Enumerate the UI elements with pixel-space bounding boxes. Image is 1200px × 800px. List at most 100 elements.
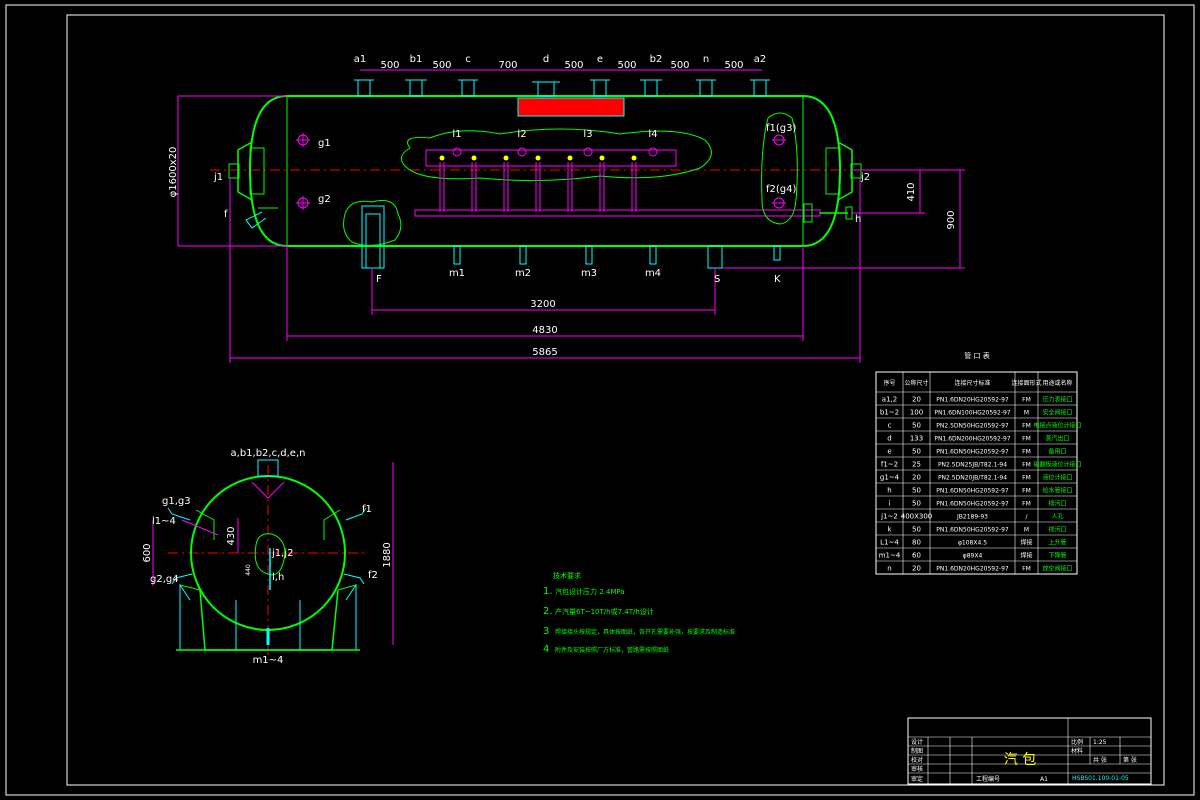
f2-nozzle bbox=[772, 197, 786, 209]
note-num: 3 bbox=[543, 626, 549, 637]
table-cell: PN1.6DN50HG20592-97 bbox=[936, 449, 1009, 456]
table-cell: 20 bbox=[912, 474, 921, 482]
table-cell: j1~2 bbox=[880, 513, 898, 521]
support-label-right: S bbox=[714, 274, 720, 285]
table-cell: FM bbox=[1022, 501, 1031, 508]
side-j12-label: j1,j2 bbox=[271, 548, 293, 559]
table-cell: 20 bbox=[912, 565, 921, 573]
table-cell: h bbox=[887, 487, 891, 495]
table-cell: c bbox=[888, 422, 892, 430]
side-view: a,b1,b2,c,d,e,n g1,g3 l1~4 g2,g4 f1 f2 j… bbox=[142, 448, 394, 666]
dim-410: 410 bbox=[906, 182, 917, 201]
table-cell: M bbox=[1024, 410, 1029, 417]
table-cell: FM bbox=[1022, 488, 1031, 495]
outer-frame bbox=[5, 4, 1195, 796]
top-nozzle-label: a2 bbox=[754, 54, 767, 65]
spacing-label: 500 bbox=[670, 60, 689, 71]
riser-label: l2 bbox=[517, 129, 526, 140]
g1-nozzle bbox=[296, 133, 310, 147]
table-cell: 100 bbox=[910, 409, 923, 417]
note-num: 2. bbox=[543, 606, 553, 617]
table-cell: 压力表接口 bbox=[1042, 396, 1072, 404]
f-nozzle bbox=[245, 207, 278, 229]
f-label: f bbox=[224, 209, 228, 220]
downcomer-cloud-outline bbox=[343, 200, 402, 246]
inner-frame bbox=[66, 14, 1165, 786]
table-cell: 液位计接口 bbox=[1042, 474, 1072, 482]
notes-heading: 技术要求 bbox=[553, 571, 581, 580]
k-label: K bbox=[774, 274, 781, 285]
table-cell: n bbox=[887, 565, 891, 573]
side-dim-440: 440 bbox=[245, 564, 252, 576]
table-cell: 排污口 bbox=[1048, 500, 1066, 508]
table-cell: 焊接 bbox=[1020, 552, 1032, 560]
j1-label: j1 bbox=[213, 172, 223, 183]
downcomer-label: m1 bbox=[449, 268, 465, 279]
top-nozzles bbox=[354, 79, 770, 97]
table-cell: 上升管 bbox=[1048, 539, 1066, 547]
table-cell: 焊接 bbox=[1020, 539, 1032, 547]
table-cell: FM bbox=[1022, 423, 1031, 430]
dim-900: 900 bbox=[946, 210, 957, 229]
table-cell: a1,2 bbox=[882, 396, 897, 404]
table-cell: FM bbox=[1022, 397, 1031, 404]
downcomer-label: m4 bbox=[645, 268, 661, 279]
spacing-label: 700 bbox=[498, 60, 517, 71]
table-cell: 50 bbox=[912, 526, 921, 534]
table-cell: 蒸汽出口 bbox=[1045, 435, 1069, 443]
role-label: 审定 bbox=[911, 775, 923, 783]
level-gauge-cloud bbox=[761, 112, 798, 225]
sheet-value: 第 张 bbox=[1123, 756, 1137, 764]
table-cell: 133 bbox=[910, 435, 923, 443]
role-label: 制图 bbox=[911, 747, 923, 755]
table-cell: g1~4 bbox=[880, 474, 900, 482]
side-dimension-lines bbox=[152, 462, 394, 645]
table-cell: PN2.5DN25JB/T82.1-94 bbox=[938, 462, 1007, 469]
table-cell: M bbox=[1024, 527, 1029, 534]
downcomer-label: m2 bbox=[515, 268, 531, 279]
table-header-cell: 序号 bbox=[883, 379, 895, 387]
note-num: 4 bbox=[543, 644, 549, 655]
top-nozzle-label: d bbox=[543, 54, 549, 65]
drawing-name: 汽 包 bbox=[1004, 752, 1036, 768]
table-cell: PN1.6DN20HG20592-97 bbox=[936, 397, 1009, 404]
note-text: 附件及安装按照厂方标准，管路需按照图纸 bbox=[555, 646, 669, 654]
dim-3200: 3200 bbox=[530, 299, 555, 310]
table-cell: FM bbox=[1022, 449, 1031, 456]
table-cell: 人孔 bbox=[1051, 513, 1063, 521]
side-g13-label: g1,g3 bbox=[162, 496, 191, 507]
side-manhole-cloud bbox=[254, 533, 286, 576]
f2-label: f2(g4) bbox=[766, 184, 796, 195]
footer-left: 工程编号 bbox=[976, 775, 1000, 783]
material-label: 材料 bbox=[1071, 747, 1083, 755]
j2-label: j2 bbox=[860, 172, 870, 183]
table-cell: 50 bbox=[912, 422, 921, 430]
top-nozzle-label: a1 bbox=[354, 54, 367, 65]
g2-nozzle bbox=[296, 196, 310, 210]
scale-value: 1:25 bbox=[1093, 739, 1107, 746]
side-top-label: a,b1,b2,c,d,e,n bbox=[231, 448, 306, 459]
riser-tips bbox=[439, 155, 637, 161]
table-header-cell: 公称尺寸 bbox=[904, 379, 928, 387]
dim-5865: 5865 bbox=[532, 347, 557, 358]
side-m14-label: m1~4 bbox=[253, 655, 284, 666]
f1-label: f1(g3) bbox=[766, 123, 796, 134]
riser-cloud-outline bbox=[400, 128, 712, 182]
table-cell: PN2.5DN20JB/T82.1-94 bbox=[938, 475, 1007, 482]
dim-4830: 4830 bbox=[532, 325, 557, 336]
spacing-label: 500 bbox=[564, 60, 583, 71]
table-cell: e bbox=[887, 448, 891, 456]
footer-mid: A1 bbox=[1040, 776, 1048, 783]
table-cell: PN2.5DN50HG20592-97 bbox=[936, 423, 1009, 430]
technical-notes: 技术要求 1. 汽包设计压力 2.4MPa 2. 产汽量6T~10T/h或7.4… bbox=[543, 571, 735, 655]
dim-diameter: φ1600x20 bbox=[168, 147, 179, 198]
table-cell: 放空阀接口 bbox=[1042, 565, 1072, 573]
table-cell: i bbox=[889, 500, 891, 508]
table-cell: 400X300 bbox=[901, 513, 933, 521]
title-block: 设计 制图 校对 审核 审定 汽 包 比例 1:25 材料 共 张 第 张 HS… bbox=[907, 717, 1152, 785]
note-text: 汽包设计压力 2.4MPa bbox=[555, 587, 625, 596]
table-cell: 50 bbox=[912, 487, 921, 495]
side-g24-label: g2,g4 bbox=[150, 574, 179, 585]
